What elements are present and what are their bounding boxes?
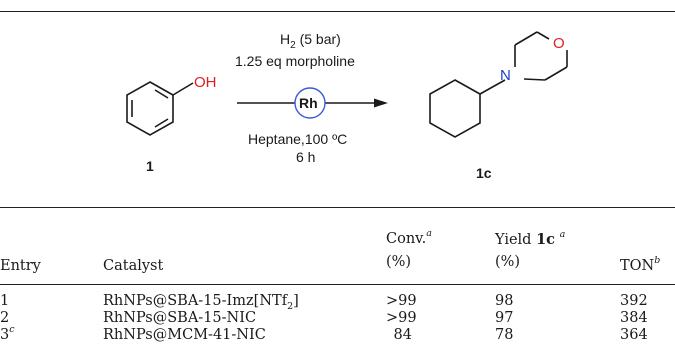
phenol-structure — [126, 81, 194, 136]
product-n-label: N — [500, 67, 511, 84]
condition-h2: H2 (5 bar) — [280, 31, 341, 51]
header-conversion: Conv.a — [386, 228, 432, 247]
row-conversion: >99 — [386, 293, 417, 309]
top-rule — [0, 11, 675, 12]
row-conversion: >99 — [386, 310, 417, 326]
product-structure — [429, 31, 568, 138]
row-entry: 1 — [0, 293, 10, 309]
row-yield: 78 — [495, 327, 514, 343]
condition-solvent-temp: Heptane,100 ºC — [248, 131, 347, 147]
row-ton: 384 — [620, 310, 648, 326]
header-yield: Yield 1c a — [495, 229, 566, 248]
row-yield: 98 — [495, 293, 514, 309]
row-ton: 364 — [620, 327, 648, 343]
row-ton: 392 — [620, 293, 648, 309]
row-catalyst: RhNPs@SBA-15-Imz[NTf2] — [103, 293, 299, 312]
header-yield-unit: (%) — [495, 254, 521, 270]
row-yield: 97 — [495, 310, 514, 326]
row-entry: 3c — [0, 324, 15, 343]
row-conversion: 84 — [393, 327, 412, 343]
reaction-arrow — [237, 87, 388, 119]
reaction-scheme: OH 1 H2 (5 bar) 1.25 eq morpholine Rh He… — [126, 31, 568, 181]
product-o-label: O — [553, 35, 565, 52]
row-entry: 2 — [0, 310, 10, 326]
product-label: 1c — [476, 165, 492, 181]
reactant-label: 1 — [146, 158, 154, 174]
phenol-oh-label: OH — [194, 74, 217, 91]
condition-morpholine: 1.25 eq morpholine — [235, 53, 355, 69]
header-catalyst: Catalyst — [103, 258, 164, 274]
header-ton: TONb — [620, 255, 661, 274]
catalyst-rh-label: Rh — [299, 95, 318, 111]
table-header-rule — [0, 284, 675, 285]
condition-time: 6 h — [296, 149, 315, 165]
row-catalyst: RhNPs@MCM-41-NIC — [103, 327, 266, 343]
header-conversion-unit: (%) — [386, 254, 412, 270]
header-entry: Entry — [0, 258, 41, 274]
table-top-rule — [0, 207, 675, 208]
row-catalyst: RhNPs@SBA-15-NIC — [103, 310, 257, 326]
